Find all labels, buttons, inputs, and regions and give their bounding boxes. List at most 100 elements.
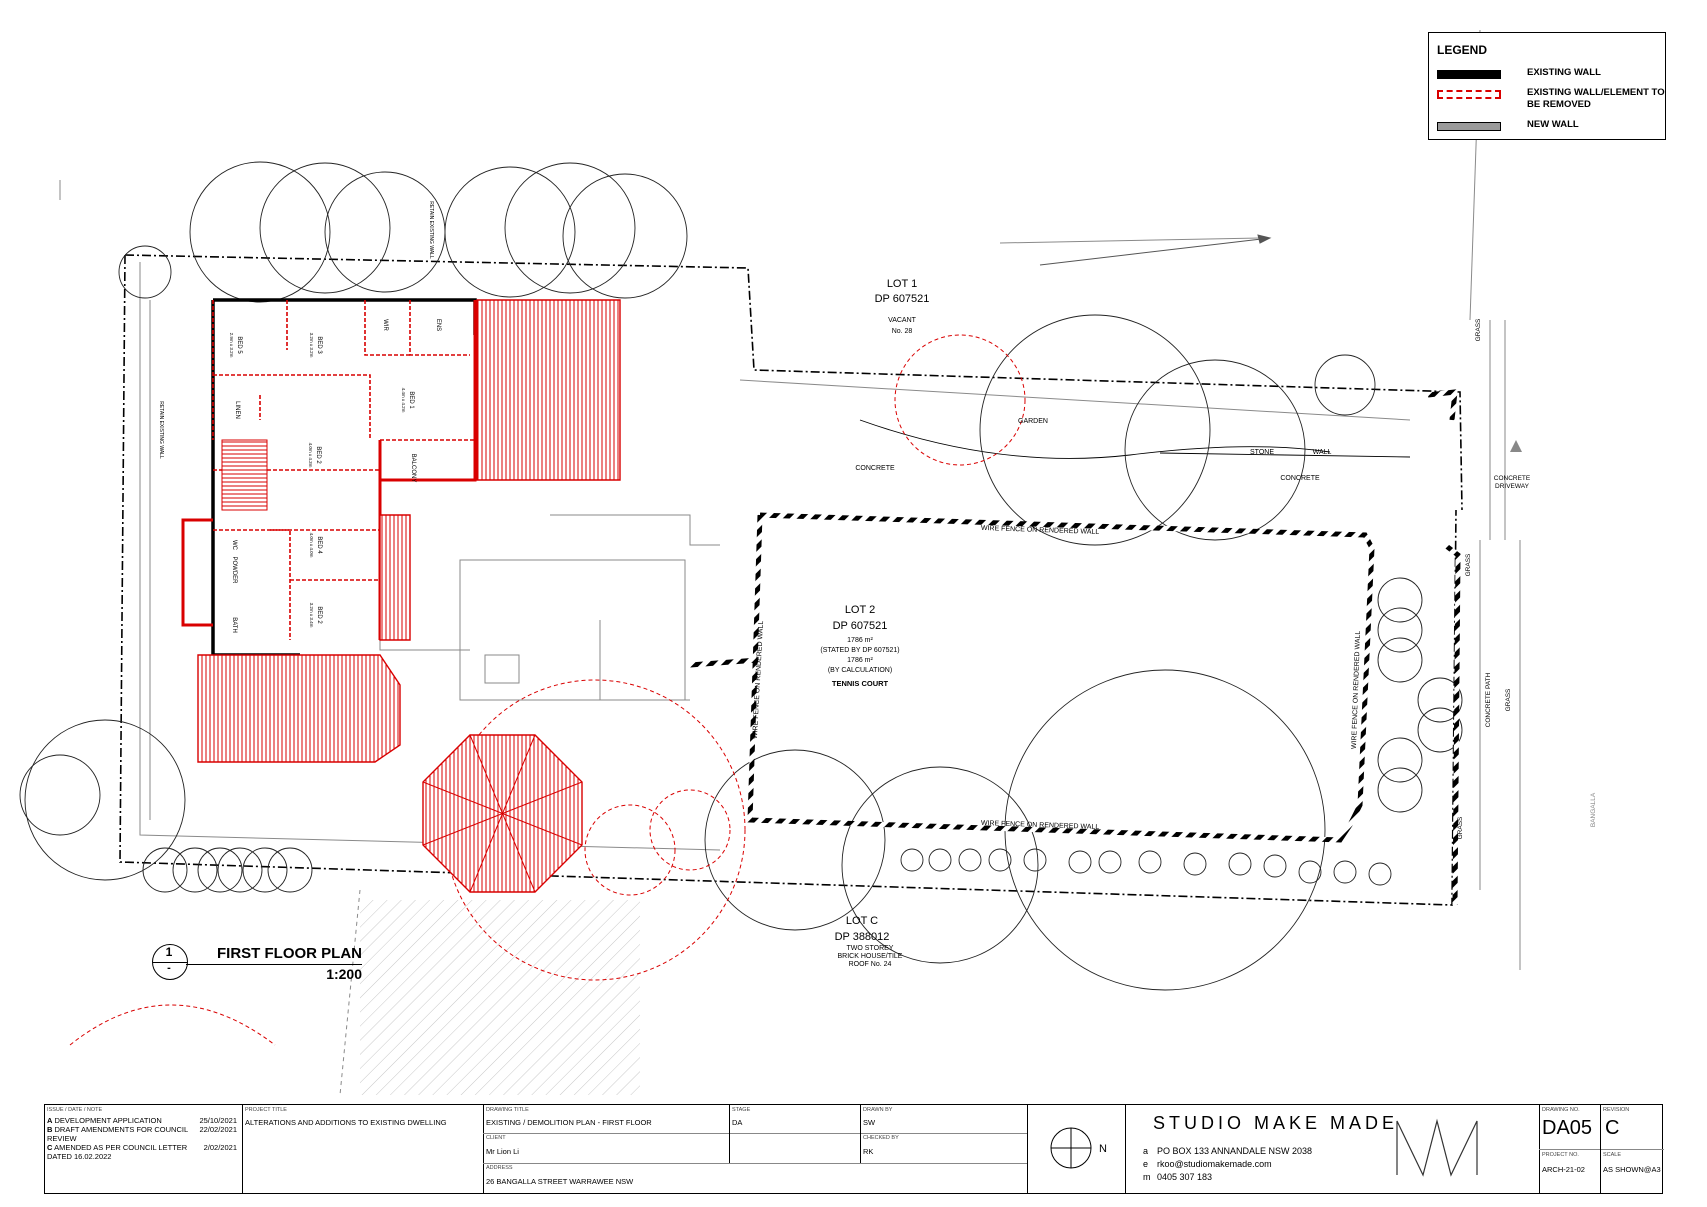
drawing-title-text: EXISTING / DEMOLITION PLAN - FIRST FLOOR — [486, 1118, 652, 1127]
svg-text:GRASS: GRASS — [1465, 553, 1472, 576]
legend-item-remove: EXISTING WALL/ELEMENT TO BE REMOVED — [1437, 87, 1665, 110]
svg-text:3.2m x 3.2m: 3.2m x 3.2m — [309, 333, 314, 358]
svg-text:RETAIN EXISTING WALL: RETAIN EXISTING WALL — [428, 201, 434, 259]
studio-logo-icon — [1396, 1118, 1478, 1177]
svg-text:GRASS: GRASS — [1505, 688, 1512, 711]
lot1-dp: DP 607521 — [875, 293, 930, 305]
svg-text:1786 m²: 1786 m² — [847, 637, 873, 644]
svg-text:1786 m²: 1786 m² — [847, 657, 873, 664]
svg-text:WALL: WALL — [1313, 449, 1332, 456]
legend-title: LEGEND — [1437, 43, 1488, 57]
svg-text:WIRE FENCE ON RENDERED WALL: WIRE FENCE ON RENDERED WALL — [981, 820, 1100, 831]
svg-text:DRIVEWAY: DRIVEWAY — [1495, 483, 1530, 490]
svg-text:3.2m x 3.4m: 3.2m x 3.4m — [309, 603, 314, 628]
tree-row — [900, 848, 1392, 886]
svg-text:2.9m x 3.2m: 2.9m x 3.2m — [229, 333, 234, 358]
lotc-dp: DP 388012 — [835, 931, 890, 943]
tennis-court-label: TENNIS COURT — [832, 679, 889, 688]
remove-wall-swatch — [1437, 90, 1501, 99]
svg-text:4.0m x 4.3m: 4.0m x 4.3m — [308, 443, 313, 468]
revision-code: C — [1605, 1117, 1620, 1139]
svg-text:WIR: WIR — [382, 319, 388, 331]
client-name: Mr Lion Li — [486, 1147, 519, 1156]
drawing-no: DA05 — [1542, 1117, 1593, 1139]
existing-wall-swatch — [1437, 70, 1501, 79]
svg-text:(STATED BY DP 607521): (STATED BY DP 607521) — [820, 647, 899, 654]
neighbour-hatched-area — [360, 900, 640, 1095]
project-title: ALTERATIONS AND ADDITIONS TO EXISTING DW… — [245, 1118, 447, 1127]
site-plan-drawing: LOT 1 DP 607521 VACANT No. 28 LOT 2 DP 6… — [19, 29, 1597, 1096]
decks-to-remove — [197, 299, 621, 763]
garden-edge — [859, 419, 1331, 459]
survey-arrow — [1039, 234, 1272, 266]
svg-text:BED 1: BED 1 — [408, 391, 414, 409]
trees — [19, 161, 1463, 991]
revision-row: A DEVELOPMENT APPLICATION 25/10/2021 — [47, 1116, 237, 1125]
lot2-dp: DP 607521 — [833, 620, 888, 632]
svg-text:GRASS: GRASS — [1457, 816, 1464, 839]
checked-by: RK — [863, 1147, 874, 1156]
svg-text:VACANT: VACANT — [888, 317, 917, 324]
lot2-label: LOT 2 — [845, 604, 875, 616]
drawing-ref-circle — [152, 944, 188, 980]
svg-text:RETAIN EXISTING WALL: RETAIN EXISTING WALL — [158, 401, 164, 459]
existing-context-lines — [59, 29, 1521, 1096]
svg-text:ENS: ENS — [435, 319, 441, 331]
svg-text:CONCRETE: CONCRETE — [1494, 475, 1531, 482]
svg-text:ROOF No. 24: ROOF No. 24 — [849, 961, 892, 968]
svg-text:4.4m x 4.2m: 4.4m x 4.2m — [401, 388, 406, 413]
lot1-label: LOT 1 — [887, 278, 917, 290]
svg-text:STONE: STONE — [1250, 449, 1274, 456]
scale: AS SHOWN@A3 — [1603, 1165, 1661, 1174]
new-wall-swatch — [1437, 122, 1501, 131]
drawing-sheet: - — [167, 962, 171, 974]
stairs — [221, 439, 268, 511]
svg-text:BATH: BATH — [231, 617, 237, 633]
revision-row: REVIEW — [47, 1134, 77, 1143]
gazebo-to-remove — [422, 734, 583, 893]
svg-text:POWDER: POWDER — [231, 557, 237, 585]
svg-text:BALCONY: BALCONY — [410, 454, 416, 483]
house-walls-to-remove — [212, 300, 475, 640]
svg-text:(BY CALCULATION): (BY CALCULATION) — [828, 667, 892, 674]
title-block: ISSUE / DATE / NOTE A DEVELOPMENT APPLIC… — [44, 1104, 1664, 1194]
revision-row: B DRAFT AMENDMENTS FOR COUNCIL 22/02/202… — [47, 1125, 237, 1134]
studio-name: STUDIO MAKE MADE — [1153, 1113, 1399, 1133]
svg-text:CONCRETE: CONCRETE — [1280, 475, 1320, 482]
revision-row: C AMENDED AS PER COUNCIL LETTER 2/02/202… — [47, 1143, 237, 1152]
svg-text:BED 4: BED 4 — [316, 536, 322, 554]
svg-text:WIRE FENCE ON RENDERED WALL: WIRE FENCE ON RENDERED WALL — [1351, 631, 1362, 750]
project-no: ARCH-21-02 — [1542, 1165, 1585, 1174]
svg-text:GRASS: GRASS — [1475, 318, 1482, 341]
svg-text:GARDEN: GARDEN — [1018, 418, 1048, 425]
stage: DA — [732, 1118, 743, 1127]
site-boundary — [119, 254, 1463, 906]
svg-text:No. 28: No. 28 — [892, 328, 913, 335]
svg-text:LINEN: LINEN — [234, 401, 240, 419]
svg-text:CONCRETE PATH: CONCRETE PATH — [1485, 672, 1492, 727]
svg-text:WIRE FENCE ON RENDERED WALL: WIRE FENCE ON RENDERED WALL — [981, 525, 1100, 536]
drawn-by: SW — [863, 1118, 876, 1127]
drawing-number: 1 — [165, 945, 173, 959]
drawing-title: 1 - FIRST FLOOR PLAN 1:200 — [152, 940, 362, 1000]
drawing-name: FIRST FLOOR PLAN — [217, 945, 362, 962]
survey-marker — [1510, 440, 1522, 452]
revision-row: DATED 16.02.2022 — [47, 1152, 112, 1161]
lotc-label: LOT C — [846, 915, 878, 927]
svg-text:BRICK HOUSE/TILE: BRICK HOUSE/TILE — [838, 953, 903, 960]
site-address: 26 BANGALLA STREET WARRAWEE NSW — [486, 1177, 634, 1186]
plan-text: LOT 1 DP 607521 VACANT No. 28 LOT 2 DP 6… — [158, 201, 1597, 968]
svg-text:WC: WC — [231, 540, 237, 551]
svg-text:4.0m x 4.0m: 4.0m x 4.0m — [309, 533, 314, 558]
north-arrow-icon: N — [1050, 1127, 1107, 1169]
svg-text:BANGALLA: BANGALLA — [1590, 792, 1597, 827]
legend: LEGEND EXISTING WALL EXISTING WALL/ELEME… — [1428, 32, 1666, 140]
svg-text:N: N — [1099, 1143, 1107, 1155]
svg-text:BED 3: BED 3 — [316, 336, 322, 354]
drawing-scale: 1:200 — [326, 966, 362, 982]
svg-text:BED 2: BED 2 — [316, 606, 322, 624]
svg-text:CONCRETE: CONCRETE — [855, 465, 895, 472]
